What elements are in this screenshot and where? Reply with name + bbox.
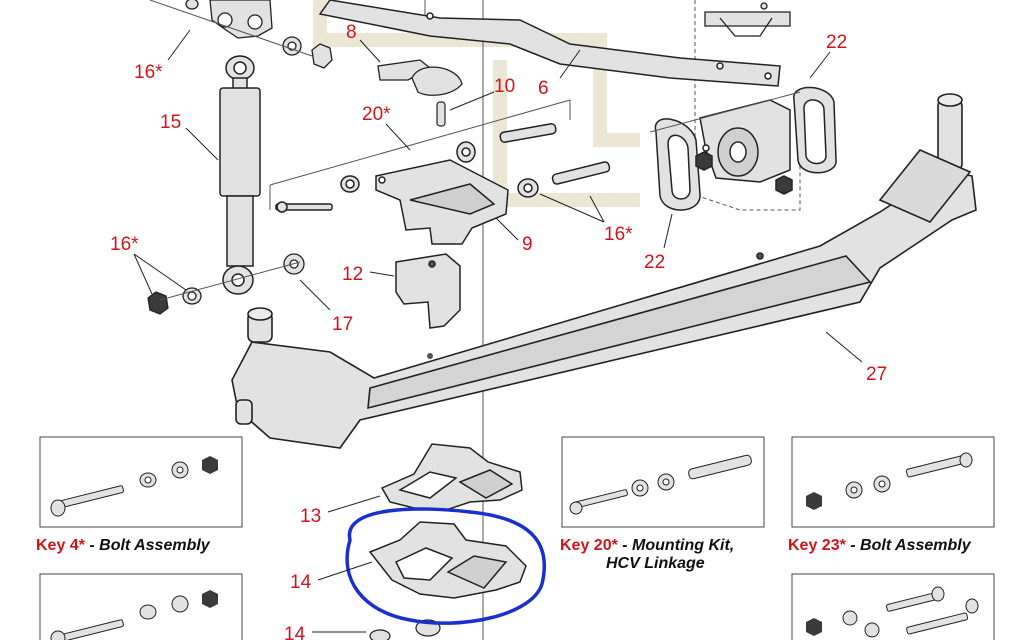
part-14-axle-seat bbox=[368, 521, 527, 599]
bottom-right-panel bbox=[791, 573, 995, 640]
leader-lines bbox=[133, 29, 863, 633]
part-27-axle-beam bbox=[231, 93, 977, 449]
callout-20: 20* bbox=[362, 104, 391, 125]
part-6-crossbar bbox=[318, 0, 781, 87]
key-23-panel bbox=[791, 436, 995, 528]
callout-17: 17 bbox=[332, 314, 353, 335]
callout-14: 14 bbox=[290, 572, 312, 593]
linkage-dashed-outline bbox=[694, 0, 801, 211]
bottom-left-panel bbox=[39, 573, 243, 640]
callout-12: 12 bbox=[342, 264, 363, 285]
callout-13: 13 bbox=[300, 506, 321, 527]
callout-16-upper: 16* bbox=[134, 62, 163, 83]
key-4-panel bbox=[39, 436, 243, 528]
part-15-shock-absorber bbox=[219, 55, 261, 295]
callout-15: 15 bbox=[160, 112, 181, 133]
callout-10: 10 bbox=[494, 76, 515, 97]
callout-8: 8 bbox=[346, 22, 357, 43]
part-13-axle-seat bbox=[380, 443, 523, 511]
callout-16-right: 16* bbox=[604, 224, 633, 245]
part-10-pin bbox=[436, 101, 446, 127]
key-20-panel bbox=[561, 436, 765, 528]
key-20-caption-line2: HCV Linkage bbox=[606, 555, 705, 572]
callout-9: 9 bbox=[522, 234, 533, 255]
part-12-spacer-block bbox=[395, 253, 461, 329]
callout-6: 6 bbox=[538, 78, 549, 99]
blue-annotation-circle bbox=[345, 507, 547, 625]
part-22-link-assembly bbox=[654, 86, 837, 211]
callout-22-top: 22 bbox=[826, 32, 847, 53]
part-8-clip bbox=[377, 59, 463, 96]
callout-14-lower: 14 bbox=[284, 624, 306, 640]
part-9-mounting-bracket bbox=[275, 123, 611, 245]
key-20-caption: Key 20* - Mounting Kit, bbox=[560, 537, 734, 554]
callout-27: 27 bbox=[866, 364, 887, 385]
key-23-caption: Key 23* - Bolt Assembly bbox=[788, 537, 972, 554]
key-4-caption: Key 4* - Bolt Assembly bbox=[36, 537, 211, 554]
callout-22-bottom: 22 bbox=[644, 252, 665, 273]
callout-16-lower: 16* bbox=[110, 234, 139, 255]
part-top-bracket bbox=[704, 2, 791, 37]
callout-labels: 8 10 6 22 16* 15 20* 9 16* 22 16* 12 17 … bbox=[110, 22, 887, 640]
part-upper-mount-bracket bbox=[185, 0, 333, 69]
